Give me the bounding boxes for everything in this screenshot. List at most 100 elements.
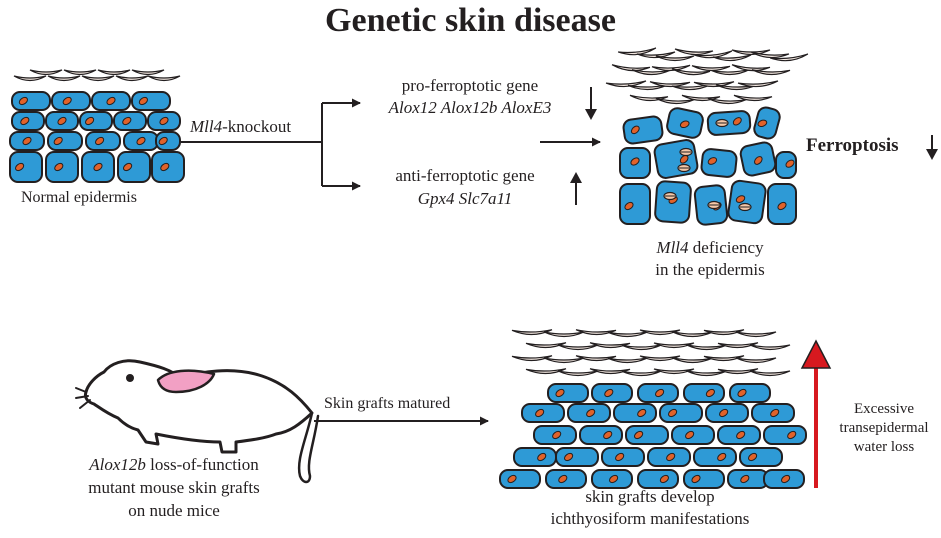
keratinocyte-cell bbox=[579, 425, 623, 445]
keratinocyte-cell bbox=[683, 383, 725, 403]
nucleus bbox=[691, 474, 701, 484]
cornified-scale bbox=[691, 65, 731, 72]
fragmented-nucleus bbox=[677, 163, 691, 173]
nucleus bbox=[624, 201, 634, 211]
keratinocyte-cell bbox=[763, 425, 807, 445]
cornified-scale bbox=[749, 370, 791, 377]
fragmented-nucleus bbox=[663, 191, 677, 201]
nucleus bbox=[630, 157, 640, 166]
keratinocyte-cell bbox=[11, 91, 51, 111]
deficiency-caption-line2: in the epidermis bbox=[655, 260, 765, 279]
knockout-suffix: -knockout bbox=[222, 117, 292, 136]
keratinocyte-cell bbox=[9, 151, 43, 183]
keratinocyte-cell bbox=[717, 425, 761, 445]
nucleus bbox=[666, 452, 676, 462]
keratinocyte-cell bbox=[727, 469, 769, 489]
nucleus bbox=[603, 430, 613, 440]
cornified-scale bbox=[115, 75, 149, 82]
keratinocyte-cell bbox=[683, 469, 725, 489]
cornified-scale bbox=[81, 75, 115, 82]
keratinocyte-cell bbox=[91, 91, 131, 111]
nucleus bbox=[160, 162, 170, 172]
nucleus bbox=[586, 408, 596, 418]
keratinocyte-cell bbox=[763, 469, 805, 489]
cornified-scale bbox=[63, 69, 97, 76]
cornified-scale bbox=[589, 342, 631, 349]
cornified-scale bbox=[607, 331, 649, 338]
cornified-scale bbox=[575, 355, 617, 362]
keratinocyte-cell bbox=[513, 447, 557, 467]
anti-ferroptotic-up-arrow bbox=[570, 172, 582, 205]
keratinocyte-cell bbox=[647, 447, 691, 467]
cornified-scale bbox=[685, 370, 727, 377]
cornified-scale bbox=[543, 331, 585, 338]
nucleus bbox=[679, 154, 689, 164]
tewl-up-arrow bbox=[800, 339, 832, 488]
nucleus bbox=[552, 430, 562, 440]
deficiency-caption-line1: Mll4 deficiency bbox=[620, 238, 800, 258]
keratinocyte-cell bbox=[151, 151, 185, 183]
cornified-scale bbox=[717, 342, 759, 349]
cornified-scale bbox=[611, 64, 651, 72]
knockout-gene: Mll4 bbox=[190, 117, 223, 136]
mouse-caption-line2: mutant mouse skin grafts bbox=[88, 478, 260, 497]
page-title: Genetic skin disease bbox=[325, 2, 616, 39]
nucleus bbox=[57, 116, 67, 126]
keratinocyte-cell bbox=[9, 131, 45, 151]
keratinocyte-cell bbox=[653, 139, 699, 179]
keratinocyte-cell bbox=[753, 106, 781, 140]
keratinocyte-cell bbox=[117, 151, 151, 183]
nucleus bbox=[719, 408, 729, 418]
mouse-caption-line1: Alox12b loss-of-function bbox=[54, 455, 294, 475]
nucleus bbox=[138, 96, 148, 106]
nucleus bbox=[787, 430, 797, 440]
nucleus bbox=[15, 162, 25, 172]
keratinocyte-cell bbox=[45, 151, 79, 183]
keratinocyte-cell bbox=[666, 107, 704, 139]
keratinocyte-cell bbox=[739, 141, 777, 177]
cornified-scale bbox=[525, 342, 567, 349]
ferroptosis-down-arrow bbox=[926, 135, 938, 160]
cornified-scale bbox=[511, 329, 553, 336]
keratinocyte-cell bbox=[767, 183, 797, 225]
fragmented-nucleus bbox=[679, 147, 693, 157]
keratinocyte-cell bbox=[775, 151, 797, 179]
nucleus bbox=[22, 136, 32, 146]
nucleus bbox=[18, 96, 28, 106]
keratinocyte-cell bbox=[706, 110, 752, 136]
nucleus bbox=[158, 136, 168, 146]
pro-ferroptotic-label: pro-ferroptotic gene bbox=[401, 76, 539, 95]
mouse-caption-line3: on nude mice bbox=[128, 501, 220, 520]
fragmented-nucleus bbox=[707, 200, 721, 210]
cornified-scale bbox=[557, 370, 599, 377]
keratinocyte-cell bbox=[637, 469, 679, 489]
cornified-scale bbox=[605, 80, 647, 88]
keratinocyte-cell bbox=[654, 180, 692, 224]
nucleus bbox=[737, 388, 747, 398]
nucleus bbox=[136, 136, 146, 146]
cornified-scale bbox=[653, 368, 695, 375]
keratinocyte-cell bbox=[637, 383, 679, 403]
cornified-scale bbox=[575, 329, 617, 336]
deficiency-suffix: deficiency bbox=[688, 238, 764, 257]
keratinocyte-cell bbox=[739, 447, 783, 467]
cornified-scale bbox=[674, 48, 714, 56]
nucleus bbox=[93, 162, 103, 172]
cornified-scale bbox=[733, 94, 773, 102]
cornified-scale bbox=[653, 342, 695, 349]
nucleus bbox=[123, 162, 133, 172]
keratinocyte-cell bbox=[131, 91, 171, 111]
fragmented-nucleus bbox=[715, 118, 729, 128]
cornified-scale bbox=[735, 357, 777, 364]
nucleus bbox=[735, 195, 746, 203]
knockout-branch-arrows bbox=[181, 98, 361, 191]
cornified-scale bbox=[693, 81, 735, 88]
nucleus bbox=[740, 474, 750, 484]
nucleus bbox=[564, 452, 574, 462]
nucleus bbox=[537, 452, 547, 462]
cornified-scale bbox=[655, 97, 695, 105]
keratinocyte-cell bbox=[123, 131, 159, 151]
keratinocyte-cell bbox=[671, 425, 715, 445]
nucleus bbox=[777, 201, 787, 211]
